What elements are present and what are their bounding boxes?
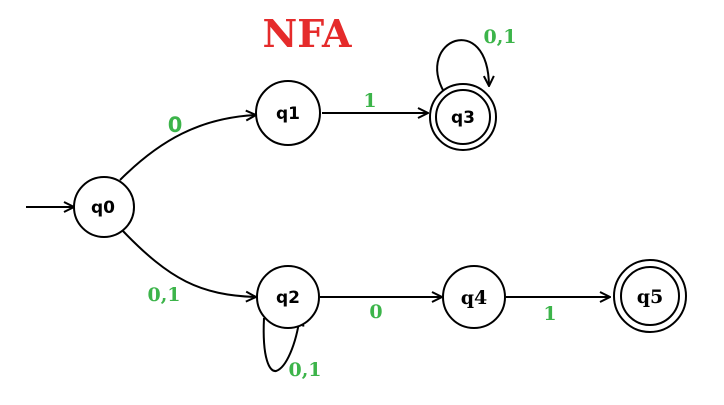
edge-label-q1-q3: 1 (363, 90, 376, 112)
edge-label-q0-q1: 0 (168, 113, 183, 137)
edge-label-q4-q5: 1 (543, 303, 556, 325)
edge-q2-loop (262, 316, 300, 372)
state-q4: q4 (442, 265, 506, 329)
edge-label-q2-loop: 0,1 (288, 359, 321, 381)
state-q3-accepting: q3 (429, 83, 497, 151)
state-q2: q2 (256, 265, 320, 329)
state-label: q3 (451, 108, 475, 128)
edge-label-q0-q2: 0,1 (147, 284, 180, 306)
edge-q0-q2 (121, 229, 256, 297)
state-label: q4 (461, 287, 488, 309)
state-label: q0 (91, 198, 115, 218)
state-label: q2 (276, 288, 300, 308)
edge-q3-loop (436, 39, 489, 93)
diagram-title: NFA (263, 11, 352, 56)
edge-label-q3-loop: 0,1 (483, 26, 516, 48)
state-q5-accepting: q5 (613, 259, 687, 333)
state-q1: q1 (255, 80, 321, 146)
state-label: q1 (276, 104, 300, 124)
state-q0: q0 (73, 176, 135, 238)
edge-q0-q1 (119, 115, 256, 181)
edge-label-q2-q4: 0 (369, 301, 382, 323)
state-label: q5 (637, 286, 664, 308)
